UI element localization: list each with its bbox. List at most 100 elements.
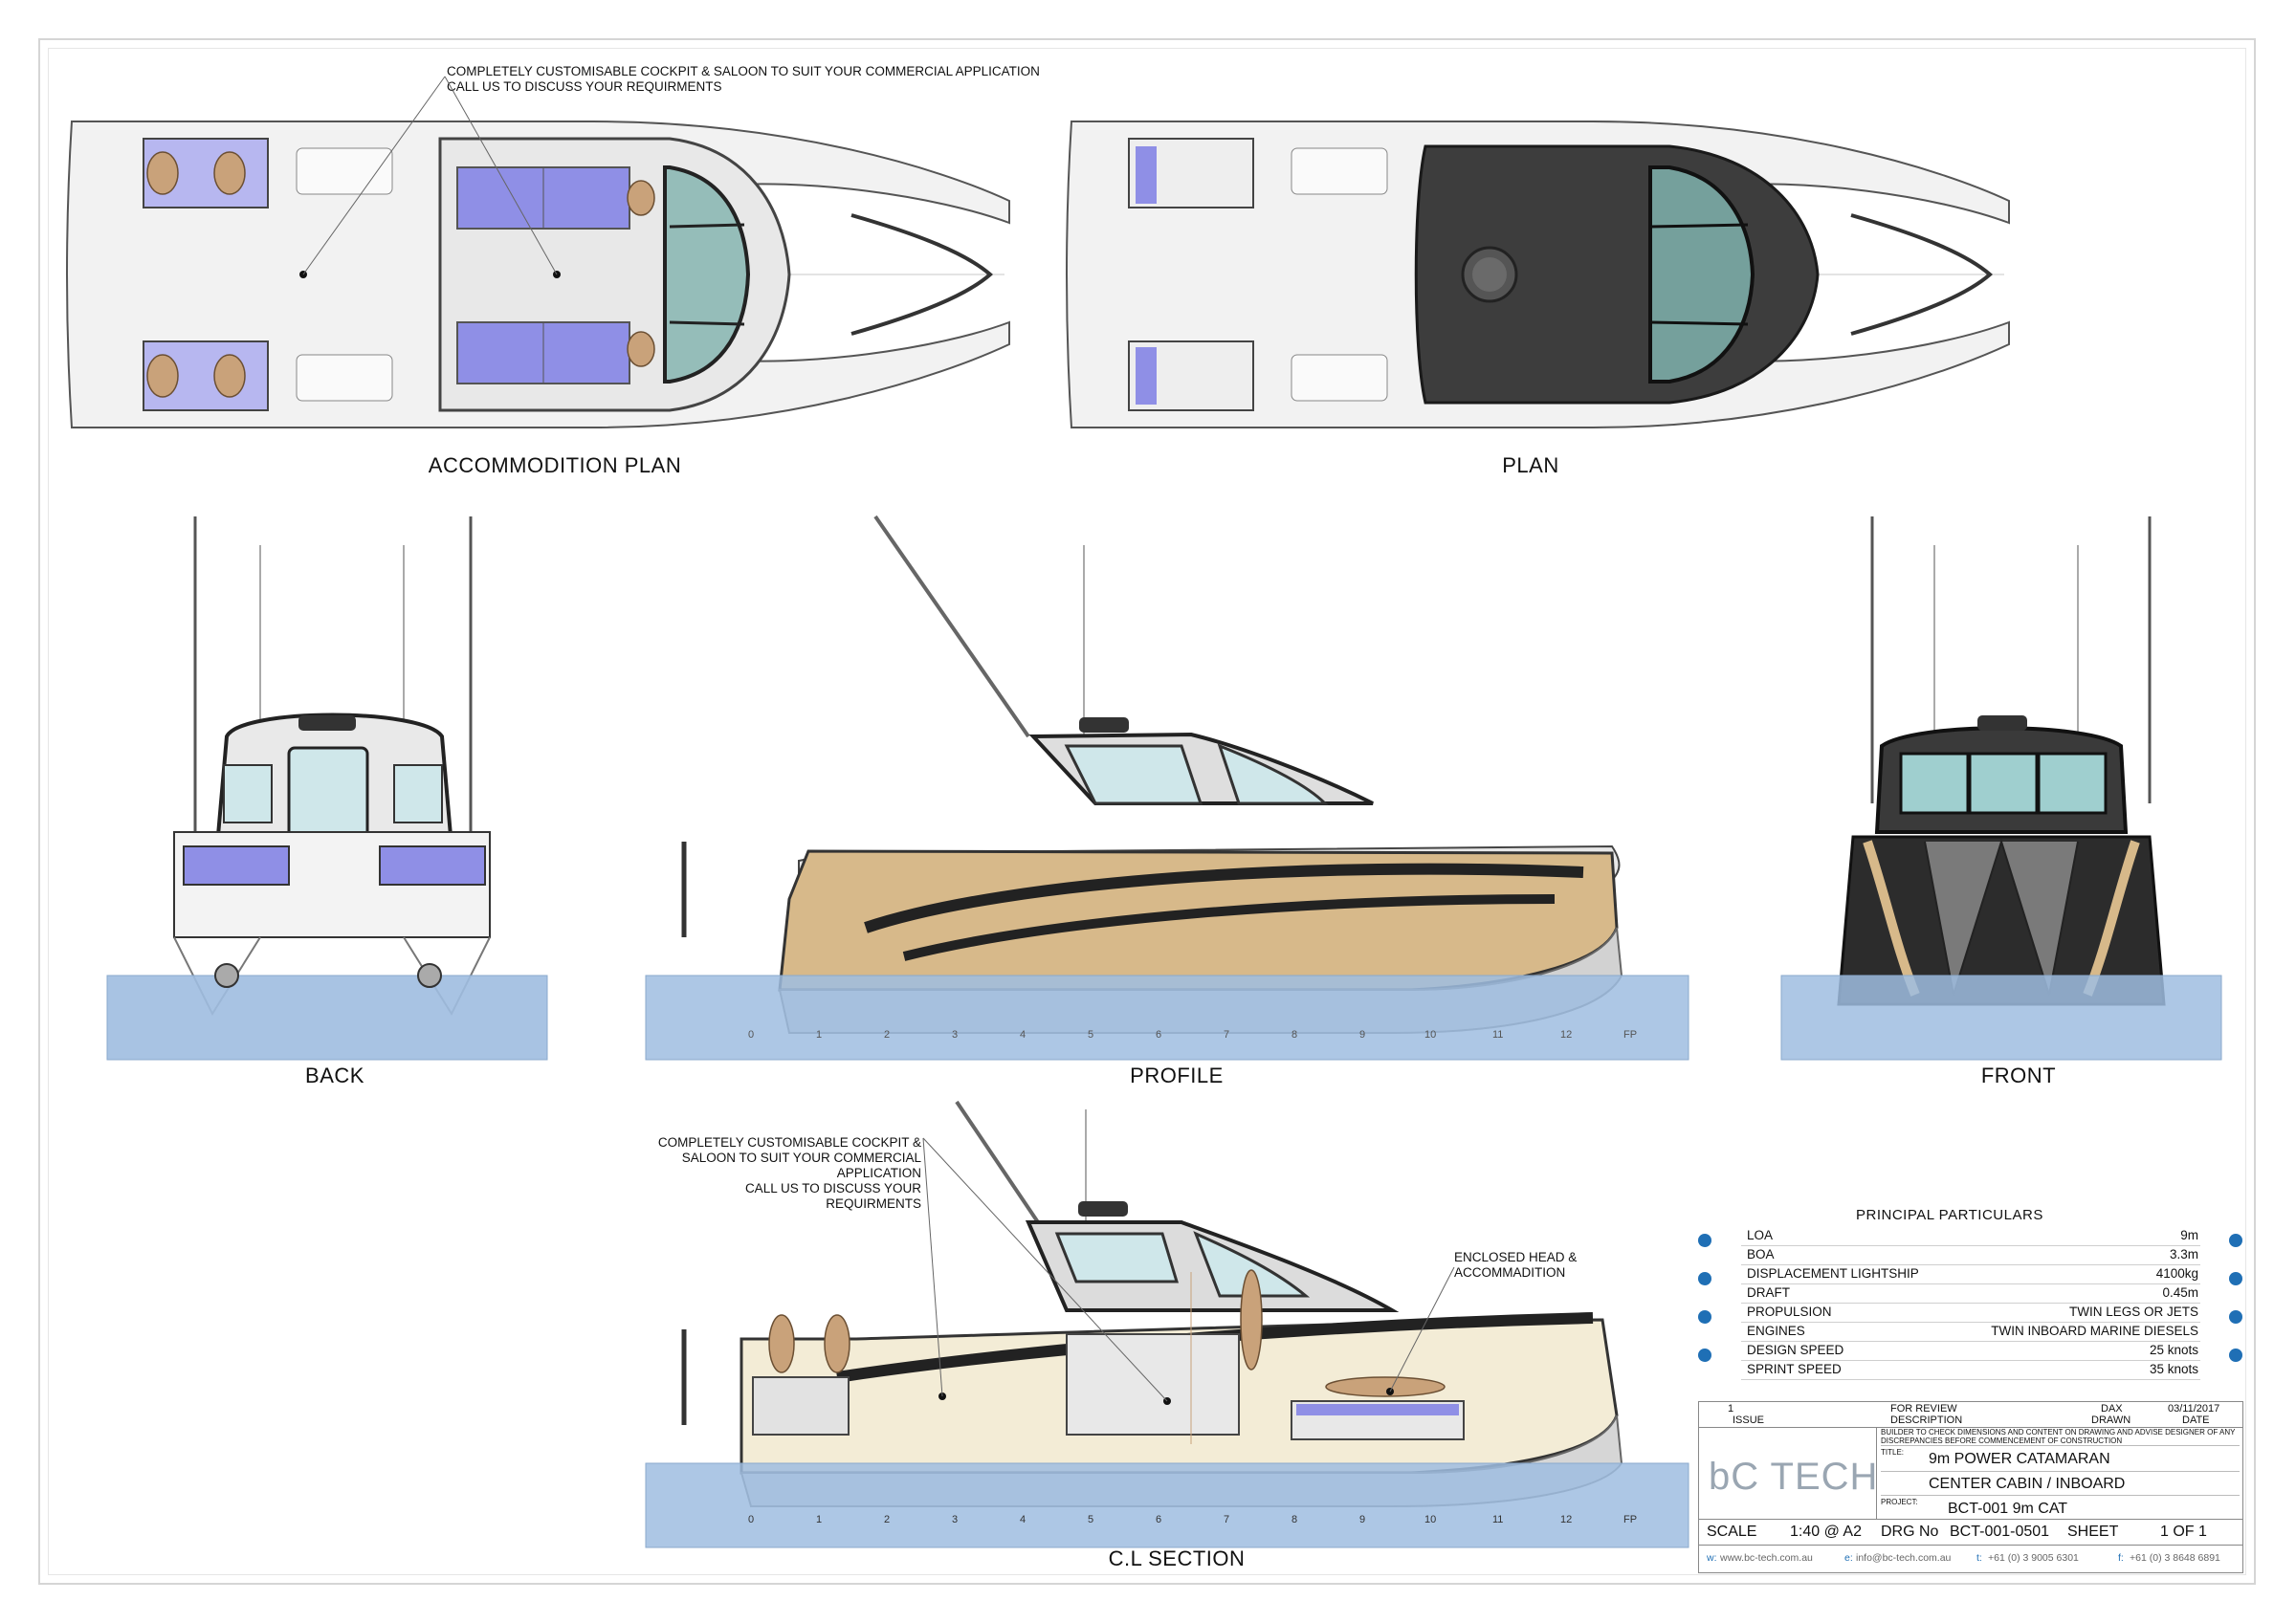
drg-label: DRG No [1881, 1524, 1939, 1540]
logo-area: bC TECH [1699, 1427, 1877, 1519]
pp-value: TWIN INBOARD MARINE DIESELS [1991, 1324, 2198, 1338]
bullet-icon [2229, 1310, 2242, 1324]
drawn-header: DRAWN [2091, 1415, 2131, 1426]
top-note: COMPLETELY CUSTOMISABLE COCKPIT & SALOON… [447, 64, 1040, 95]
station-mark: 0 [748, 1029, 754, 1041]
title-line-2: CENTER CABIN / INBOARD [1929, 1476, 2126, 1492]
top-note-line1: COMPLETELY CUSTOMISABLE COCKPIT & SALOON… [447, 64, 1040, 78]
project-label: PROJECT: [1881, 1498, 1918, 1506]
pp-value: 0.45m [2162, 1285, 2198, 1300]
station-mark: 4 [1020, 1029, 1026, 1041]
station-mark: 10 [1424, 1029, 1436, 1041]
station-mark: 4 [1020, 1514, 1026, 1525]
profile-view: 0 1 2 3 4 5 6 7 8 9 10 11 12 FP [645, 515, 1689, 1061]
pp-row: LOA 9m [1741, 1226, 2200, 1246]
accommodation-plan-label: ACCOMMODITION PLAN [428, 453, 682, 477]
station-mark: 5 [1088, 1514, 1093, 1525]
station-mark: 2 [884, 1029, 890, 1041]
profile-label: PROFILE [1130, 1064, 1224, 1087]
project-name: BCT-001 9m CAT [1948, 1501, 2068, 1517]
profile-stations: 0 1 2 3 4 5 6 7 8 9 10 11 12 FP [748, 1029, 1637, 1041]
pp-row: ENGINES TWIN INBOARD MARINE DIESELS [1741, 1322, 2200, 1342]
pp-row: DRAFT 0.45m [1741, 1283, 2200, 1304]
scale-label: SCALE [1707, 1524, 1757, 1540]
pp-label: ENGINES [1747, 1324, 1805, 1338]
head-note-line2: ACCOMMADITION [1454, 1265, 1566, 1280]
section-stations: 0 1 2 3 4 5 6 7 8 9 10 11 12 FP [748, 1514, 1637, 1525]
title-block: 1 FOR REVIEW DAX 03/11/2017 ISSUE DESCRI… [1698, 1401, 2243, 1573]
pp-label: LOA [1747, 1228, 1774, 1242]
section-note: COMPLETELY CUSTOMISABLE COCKPIT & SALOON… [593, 1135, 921, 1212]
issue-number: 1 [1728, 1403, 1734, 1415]
station-mark: 7 [1224, 1514, 1229, 1525]
section-note-line1: COMPLETELY CUSTOMISABLE COCKPIT & [657, 1135, 921, 1150]
inner-border [48, 48, 2246, 1575]
front-label: FRONT [1980, 1064, 2057, 1087]
title-line-1: 9m POWER CATAMARAN [1929, 1451, 2110, 1467]
station-mark: 12 [1560, 1514, 1572, 1525]
drg-number: BCT-001-0501 [1950, 1524, 2050, 1540]
section-note-line3: APPLICATION [836, 1166, 921, 1180]
station-mark: 7 [1224, 1029, 1229, 1041]
station-mark: 11 [1492, 1514, 1503, 1525]
pp-value: 3.3m [2169, 1247, 2198, 1261]
bullet-icon [1698, 1234, 1711, 1247]
phone-number: +61 (0) 3 9005 6301 [1988, 1552, 2079, 1564]
station-mark: 1 [816, 1029, 822, 1041]
station-mark: 12 [1560, 1029, 1572, 1041]
sheet-label: SHEET [2067, 1524, 2119, 1540]
pp-value: TWIN LEGS OR JETS [2068, 1305, 2198, 1319]
email-link[interactable]: info@bc-tech.com.au [1856, 1552, 1952, 1564]
accommodation-plan-view [66, 76, 1010, 428]
station-mark: 11 [1492, 1029, 1503, 1041]
scale-row: SCALE 1:40 @ A2 DRG No BCT-001-0501 SHEE… [1699, 1519, 2242, 1546]
head-note-line1: ENCLOSED HEAD & [1454, 1250, 1578, 1264]
front-view [1780, 516, 2222, 1061]
station-mark: 8 [1292, 1029, 1297, 1041]
pp-label: PROPULSION [1747, 1305, 1832, 1319]
station-mark: 9 [1359, 1514, 1365, 1525]
pp-value: 9m [2180, 1228, 2198, 1242]
scale-value: 1:40 @ A2 [1790, 1524, 1862, 1540]
bullet-icon [1698, 1310, 1711, 1324]
plan-label: PLAN [1502, 453, 1559, 477]
bullet-icon [2229, 1234, 2242, 1247]
title-row-2: CENTER CABIN / INBOARD [1881, 1471, 2240, 1496]
company-logo: bC TECH [1709, 1456, 1879, 1498]
sheet-border [38, 38, 2256, 1585]
station-mark: FP [1623, 1029, 1637, 1041]
web-prefix: w: [1707, 1552, 1717, 1564]
pp-row: DISPLACEMENT LIGHTSHIP 4100kg [1741, 1264, 2200, 1284]
station-mark: 3 [952, 1029, 958, 1041]
revision-row: 1 FOR REVIEW DAX 03/11/2017 ISSUE DESCRI… [1699, 1402, 2242, 1428]
section-note-line2: SALOON TO SUIT YOUR COMMERCIAL [681, 1151, 921, 1165]
contact-row: w: www.bc-tech.com.au e: info@bc-tech.co… [1699, 1546, 2242, 1570]
cl-section-view: 0 1 2 3 4 5 6 7 8 9 10 11 12 FP [645, 1100, 1689, 1548]
station-mark: 6 [1156, 1514, 1161, 1525]
pp-row: PROPULSION TWIN LEGS OR JETS [1741, 1303, 2200, 1323]
pp-label: DISPLACEMENT LIGHTSHIP [1747, 1266, 1919, 1281]
pp-label: DRAFT [1747, 1285, 1790, 1300]
website-link[interactable]: www.bc-tech.com.au [1720, 1552, 1813, 1564]
station-mark: 5 [1088, 1029, 1093, 1041]
email-prefix: e: [1844, 1552, 1853, 1564]
pp-value: 4100kg [2155, 1266, 2198, 1281]
fax-prefix: f: [2118, 1552, 2124, 1564]
top-note-line2: CALL US TO DISCUSS YOUR REQUIRMENTS [447, 79, 722, 94]
disclaimer: BUILDER TO CHECK DIMENSIONS AND CONTENT … [1881, 1428, 2236, 1445]
station-mark: FP [1623, 1514, 1637, 1525]
issue-header: ISSUE [1733, 1415, 1765, 1426]
pp-label: BOA [1747, 1247, 1775, 1261]
station-mark: 10 [1424, 1514, 1436, 1525]
plan-view [1066, 121, 2010, 428]
fax-number: +61 (0) 3 8648 6891 [2130, 1552, 2220, 1564]
station-mark: 1 [816, 1514, 822, 1525]
project-row: PROJECT: BCT-001 9m CAT [1881, 1495, 2240, 1520]
drawn-by: DAX [2101, 1403, 2123, 1415]
pp-value: 35 knots [2149, 1362, 2198, 1376]
station-mark: 9 [1359, 1029, 1365, 1041]
pp-row: BOA 3.3m [1741, 1245, 2200, 1265]
principal-particulars-title: PRINCIPAL PARTICULARS [1856, 1207, 2043, 1223]
